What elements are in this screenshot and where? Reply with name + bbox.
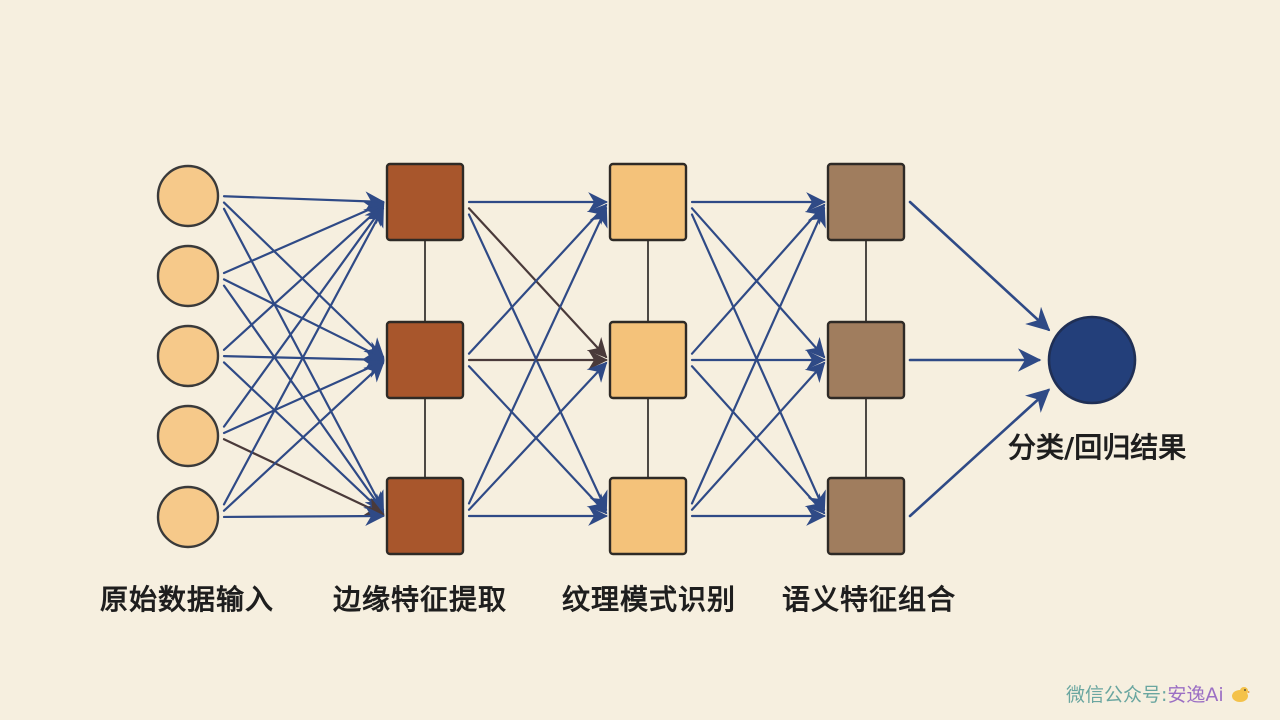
watermark-prefix: 微信公众号 <box>1066 684 1162 706</box>
connection-arrow <box>467 203 608 355</box>
connection-arrow <box>690 203 826 355</box>
connection-arrow <box>222 205 385 428</box>
semantic-node <box>826 320 906 400</box>
layer-links <box>424 239 867 479</box>
output-arrow <box>908 200 1051 332</box>
connection-arrow <box>690 361 826 511</box>
layer-label-semantic: 语义特征组合 <box>782 583 957 616</box>
watermark-name: 安逸Ai <box>1167 684 1224 706</box>
connections <box>222 191 1051 527</box>
layer-label-input: 原始数据输入 <box>100 583 275 616</box>
connection-arrow <box>222 361 385 512</box>
connection-arrow <box>222 278 385 360</box>
connection-arrow <box>222 207 385 512</box>
layer-label-edge: 边缘特征提取 <box>333 583 508 616</box>
connection-arrow <box>467 213 608 512</box>
semantic-node <box>826 162 906 242</box>
output-node <box>1047 315 1137 405</box>
output-arrow <box>908 388 1051 518</box>
output-label: 分类/回归结果 <box>1008 431 1187 464</box>
connection-arrow <box>222 438 385 516</box>
input-node <box>156 485 220 549</box>
connection-arrow <box>467 361 608 511</box>
connection-arrow <box>690 365 826 515</box>
texture-node <box>608 162 688 242</box>
connection-arrow <box>222 203 385 351</box>
connection-arrow <box>222 201 385 275</box>
texture-node <box>608 320 688 400</box>
edge-node <box>385 476 465 556</box>
input-node <box>156 404 220 468</box>
connection-arrow <box>467 207 608 359</box>
input-node <box>156 324 220 388</box>
texture-node <box>608 476 688 556</box>
watermark: 微信公众号:安逸Ai <box>1066 680 1250 707</box>
input-node <box>156 244 220 308</box>
connection-arrow <box>222 506 385 527</box>
connection-arrow <box>467 365 608 515</box>
connection-arrow <box>690 213 826 512</box>
connection-arrow <box>690 207 826 359</box>
connection-arrow <box>467 206 608 505</box>
semantic-node <box>826 476 906 556</box>
connection-arrow <box>222 191 385 212</box>
nodes <box>156 162 1137 556</box>
edge-node <box>385 320 465 400</box>
connection-arrow <box>222 206 385 506</box>
duck-icon <box>1231 687 1250 702</box>
connection-arrow <box>222 201 385 359</box>
connection-arrow <box>690 206 826 505</box>
watermark-separator: : <box>1161 684 1168 706</box>
edge-node <box>385 162 465 242</box>
input-node <box>156 164 220 228</box>
layer-label-texture: 纹理模式识别 <box>562 583 737 616</box>
connection-arrow <box>222 359 385 435</box>
